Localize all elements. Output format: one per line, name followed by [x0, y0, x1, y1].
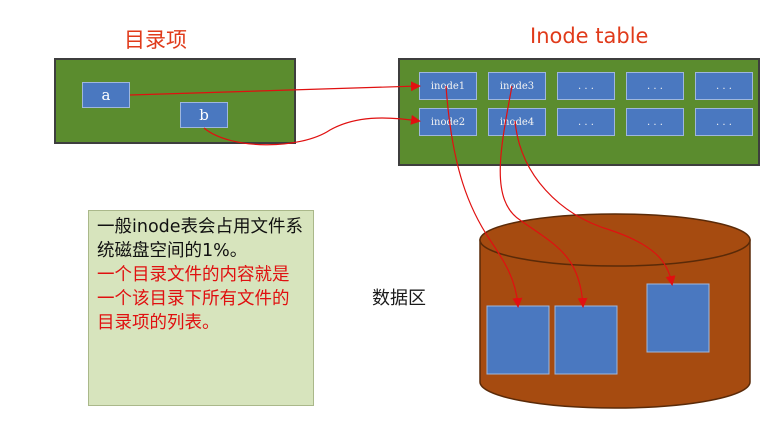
dir-entry-b: b — [180, 102, 228, 128]
note-box: 一般inode表会占用文件系统磁盘空间的1%。 一个目录文件的内容就是一个该目录… — [88, 210, 314, 406]
inode-cell: . . . — [626, 108, 684, 136]
inode-cell: . . . — [626, 72, 684, 100]
data-block — [554, 305, 618, 375]
data-block — [486, 305, 550, 375]
data-area-label: 数据区 — [372, 288, 426, 309]
inode-cell: . . . — [695, 72, 753, 100]
directory-entry-title: 目录项 — [124, 28, 187, 52]
inode-cell: inode4 — [488, 108, 546, 136]
note-red-text: 一个目录文件的内容就是一个该目录下所有文件的目录项的列表。 — [97, 265, 290, 333]
inode-cell: . . . — [695, 108, 753, 136]
arrow-inode3-to-block — [499, 85, 588, 308]
arrow-inode4-to-block — [514, 120, 676, 286]
inode-cell: . . . — [557, 72, 615, 100]
inode-cell: inode3 — [488, 72, 546, 100]
arrow-b-to-inode2 — [203, 114, 421, 146]
inode-cell: . . . — [557, 108, 615, 136]
arrow-inode1-to-block — [445, 85, 523, 308]
inode-table-title: Inode table — [530, 24, 649, 48]
dir-entry-a: a — [82, 82, 130, 108]
arrow-a-to-inode1 — [129, 81, 421, 96]
note-black-text: 一般inode表会占用文件系统磁盘空间的1%。 — [97, 217, 304, 261]
data-block — [646, 283, 710, 353]
inode-cell: inode1 — [419, 72, 477, 100]
